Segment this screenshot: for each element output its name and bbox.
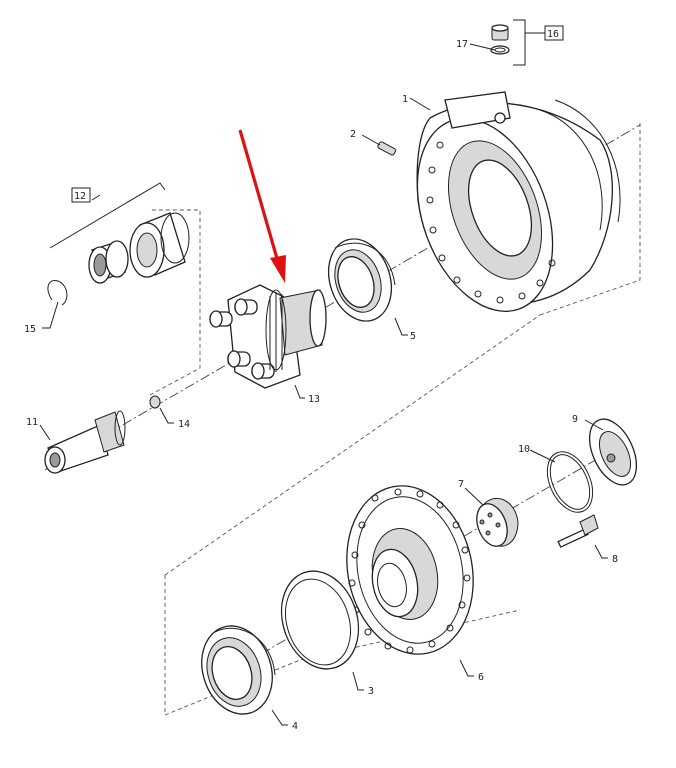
callout-16: 16 bbox=[547, 29, 559, 40]
callout-12: 12 bbox=[74, 191, 86, 202]
callout-box-16 bbox=[544, 25, 564, 41]
callout-17: 17 bbox=[456, 39, 468, 50]
callout-6: 6 bbox=[478, 672, 484, 683]
leader-12 bbox=[91, 194, 101, 201]
bracket-12 bbox=[49, 182, 166, 249]
callout-box-12 bbox=[71, 187, 91, 203]
bearing-part-12 bbox=[88, 240, 129, 284]
oring-part-10-inner bbox=[549, 454, 591, 510]
assembly-frame-link bbox=[164, 314, 541, 576]
oring-part-10 bbox=[546, 451, 594, 513]
callout-14: 14 bbox=[178, 419, 190, 430]
cover-part-9 bbox=[588, 418, 638, 486]
leader-lines bbox=[39, 43, 608, 726]
circlip-part-15 bbox=[47, 280, 68, 306]
callout-13: 13 bbox=[308, 394, 320, 405]
bolt-part-8 bbox=[557, 514, 599, 548]
callout-4: 4 bbox=[292, 721, 298, 732]
seal-part-5 bbox=[328, 238, 396, 322]
bracket-16 bbox=[513, 19, 526, 66]
seal-part-4 bbox=[201, 625, 276, 715]
callout-15: 15 bbox=[24, 324, 36, 335]
assembly-frame-upper bbox=[149, 209, 201, 396]
callout-8: 8 bbox=[612, 554, 618, 565]
plug-part-17 bbox=[490, 24, 510, 55]
disc-part-7 bbox=[476, 498, 519, 547]
callout-10: 10 bbox=[518, 444, 530, 455]
planet-carrier-part-13 bbox=[209, 284, 327, 389]
callout-7: 7 bbox=[458, 479, 464, 490]
pointer-arrow bbox=[238, 129, 286, 283]
shaft-part-11 bbox=[44, 410, 126, 474]
callout-1: 1 bbox=[402, 94, 408, 105]
ring-part-3-inner bbox=[285, 578, 351, 666]
ball-part-14 bbox=[149, 395, 161, 409]
callout-2: 2 bbox=[350, 129, 356, 140]
housing-part-1 bbox=[416, 91, 621, 312]
pin-part-2 bbox=[377, 141, 397, 156]
assembly-frame-right bbox=[539, 120, 641, 316]
callout-9: 9 bbox=[572, 414, 578, 425]
callout-5: 5 bbox=[410, 331, 416, 342]
callout-3: 3 bbox=[368, 686, 374, 697]
gear-part-12 bbox=[129, 212, 190, 278]
callout-11: 11 bbox=[26, 417, 38, 428]
hub-part-6 bbox=[346, 485, 474, 655]
